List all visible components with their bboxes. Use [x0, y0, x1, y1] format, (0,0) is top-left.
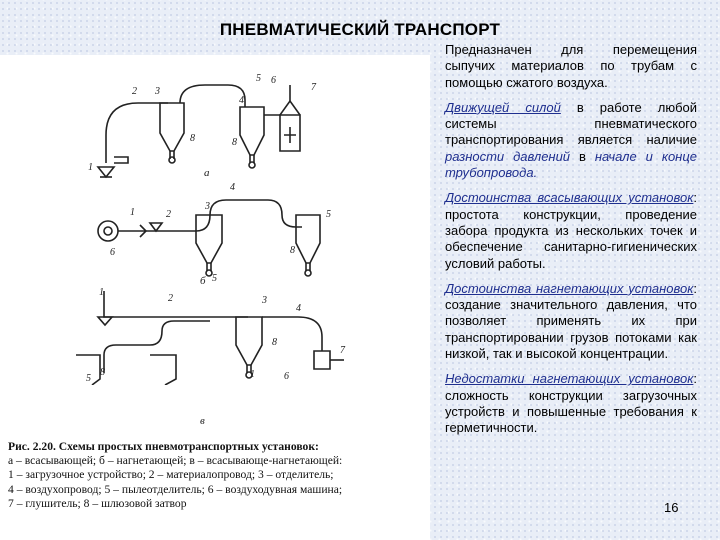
- scheme-c-air-pipe-4: [262, 316, 323, 351]
- svg-text:4: 4: [239, 95, 244, 106]
- suction-advantages-term: Достоинства всасывающих установок: [445, 190, 694, 206]
- pressure-advantages-term: Достоинства нагнетающих установок: [445, 280, 694, 296]
- svg-text:8: 8: [190, 133, 195, 144]
- connector-text: в: [570, 148, 595, 164]
- svg-text:5: 5: [86, 373, 91, 384]
- svg-text:1: 1: [130, 207, 135, 218]
- scheme-b-blower-6: [97, 220, 119, 242]
- scheme-b-material-pipe-2: [152, 199, 302, 232]
- description-column: Предназначен для перемещения сыпучих мат…: [445, 42, 697, 446]
- scheme-c-separator-3: [235, 316, 263, 366]
- svg-text:4: 4: [230, 182, 235, 193]
- svg-text:2: 2: [132, 86, 137, 97]
- svg-text:6: 6: [284, 371, 289, 382]
- scheme-b-dust-separator-5: [295, 214, 321, 264]
- schemes-drawing: 4 5 6 7 2 3 1 8 8 4 1 6 2 3 5 5 8 1 2 3 …: [76, 73, 346, 385]
- svg-text:4: 4: [296, 303, 301, 314]
- svg-text:3: 3: [204, 201, 210, 212]
- purpose-text: Предназначен для перемещения сыпучих мат…: [445, 42, 697, 90]
- paragraph-suction-advantages: Достоинства всасывающих установок: прост…: [445, 190, 697, 271]
- scheme-c-dust-separator-5: [150, 354, 177, 385]
- scheme-c-cyclone-left: [76, 354, 101, 385]
- pneumatic-schemes-figure: 4 5 6 7 2 3 1 8 8 4 1 6 2 3 5 5 8 1 2 3 …: [0, 55, 430, 540]
- svg-text:1: 1: [99, 287, 104, 298]
- svg-text:8: 8: [290, 245, 295, 256]
- scheme-b-label: б: [200, 275, 206, 287]
- scheme-a-loader-1: [96, 166, 116, 179]
- paragraph-driving-force: Движущей силой в работе любой системы пн…: [445, 100, 697, 181]
- svg-text:3: 3: [154, 86, 160, 97]
- caption-title: Рис. 2.20. Схемы простых пневмотранспорт…: [8, 440, 319, 453]
- scheme-a-dust-separator-5: [239, 106, 265, 156]
- pressure-advantages-text: : создание значительного давления, что п…: [445, 280, 697, 362]
- scheme-number-labels: 4 5 6 7 2 3 1 8 8 4 1 6 2 3 5 5 8 1 2 3 …: [86, 73, 346, 384]
- svg-text:2: 2: [166, 209, 171, 220]
- svg-text:3: 3: [261, 295, 267, 306]
- svg-text:2: 2: [168, 293, 173, 304]
- scheme-c-loader-1: [96, 316, 114, 327]
- pressure-difference-term: разности давлений: [445, 148, 571, 164]
- svg-text:5: 5: [326, 209, 331, 220]
- scheme-a-separator-3: [159, 102, 185, 152]
- svg-text:8: 8: [272, 337, 277, 348]
- svg-text:1: 1: [250, 369, 255, 380]
- caption-line: 1 – загрузочное устройство; 2 – материал…: [8, 468, 334, 482]
- slide-title: ПНЕВМАТИЧЕСКИЙ ТРАНСПОРТ: [219, 20, 501, 39]
- scheme-a-material-pipe: [105, 102, 168, 163]
- scheme-c-blower-6: [313, 350, 331, 370]
- scheme-c-material-pipe-2: [103, 291, 248, 318]
- svg-text:1: 1: [88, 162, 93, 173]
- paragraph-pressure-drawbacks: Недостатки нагнетающих установок: сложно…: [445, 371, 697, 436]
- scheme-a-blower-6: [279, 114, 301, 152]
- pressure-drawbacks-term: Недостатки нагнетающих установок: [445, 371, 694, 387]
- caption-line: 4 – воздухопровод; 5 – пылеотделитель; 6…: [8, 482, 343, 496]
- scheme-b-loader-1: [148, 222, 164, 233]
- svg-text:7: 7: [340, 345, 346, 356]
- svg-text:6: 6: [271, 75, 276, 86]
- scheme-c-label: в: [200, 415, 205, 427]
- scheme-a-air-pipe: [179, 84, 246, 107]
- driving-force-text: в работе любой системы пневматического т…: [445, 99, 698, 148]
- pressure-drawbacks-text: : сложность конструкции загрузочных устр…: [445, 371, 697, 436]
- suction-advantages-text: : простота конструкции, проведение забор…: [445, 190, 697, 271]
- svg-text:5: 5: [212, 273, 217, 284]
- caption-line: а – всасывающей; б – нагнетающей; в – вс…: [8, 454, 343, 468]
- pipeline-ends-term: начале и конце трубопровода.: [445, 148, 697, 181]
- svg-text:6: 6: [110, 247, 115, 258]
- driving-force-term: Движущей силой: [445, 99, 561, 115]
- paragraph-pressure-advantages: Достоинства нагнетающих установок: созда…: [445, 281, 697, 362]
- paragraph-purpose: Предназначен для перемещения сыпучих мат…: [445, 42, 697, 91]
- figure-caption: Рис. 2.20. Схемы простых пневмотранспорт…: [8, 440, 418, 511]
- page-number: 16: [664, 500, 679, 515]
- svg-text:8: 8: [100, 367, 105, 378]
- caption-line: 7 – глушитель; 8 – шлюзовой затвор: [8, 496, 187, 510]
- svg-text:5: 5: [256, 73, 261, 84]
- svg-text:7: 7: [311, 82, 317, 93]
- svg-text:8: 8: [232, 137, 237, 148]
- scheme-a-label: а: [204, 167, 210, 179]
